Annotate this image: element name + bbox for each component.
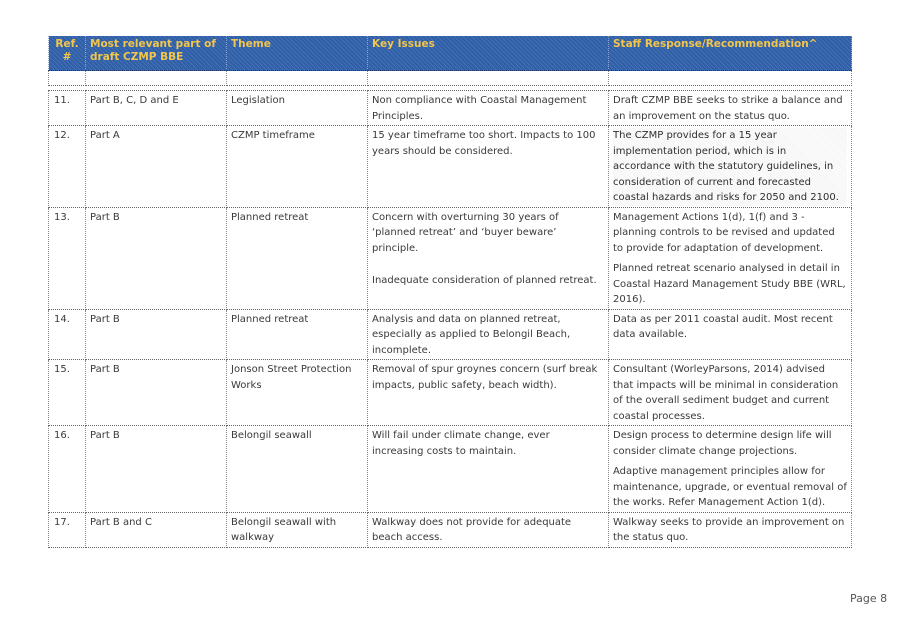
row-staff-response: Design process to determine design life …: [608, 425, 852, 513]
row-part: Part B, C, D and E: [85, 90, 227, 126]
response-text: Data as per 2011 coastal audit. Most rec…: [613, 313, 833, 341]
row-staff-response: Walkway seeks to provide an improvement …: [608, 512, 852, 548]
row-theme: Belongil seawall: [226, 425, 368, 513]
header-staff-response: Staff Response/Recommendation^: [608, 36, 852, 71]
header-ref: Ref. #: [48, 36, 86, 71]
separator-row: [48, 85, 852, 91]
issue-text: Concern with overturning 30 years of ‘pl…: [372, 211, 559, 254]
row-key-issues: Analysis and data on planned retreat, es…: [367, 309, 609, 360]
row-ref: 11.: [48, 90, 86, 126]
table-row: 12. Part A CZMP timeframe 15 year timefr…: [48, 125, 852, 208]
row-ref: 13.: [48, 207, 86, 310]
issue-text: 15 year timeframe too short. Impacts to …: [372, 130, 596, 157]
issue-text: Analysis and data on planned retreat, es…: [372, 313, 571, 356]
row-ref: 16.: [48, 425, 86, 513]
response-text: Consultant (WorleyParsons, 2014) advised…: [613, 364, 839, 422]
table-row: 11. Part B, C, D and E Legislation Non c…: [48, 90, 852, 126]
row-ref: 14.: [48, 309, 86, 360]
row-part: Part A: [85, 125, 227, 208]
issue-text: Walkway does not provide for adequate be…: [372, 516, 572, 544]
table-row: 13. Part B Planned retreat Concern with …: [48, 207, 852, 310]
header-theme: Theme: [226, 36, 368, 71]
issue-text: Non compliance with Coastal Management P…: [372, 95, 587, 122]
row-staff-response: Data as per 2011 coastal audit. Most rec…: [608, 309, 852, 360]
blank-row: [48, 70, 852, 86]
submissions-table: Ref. # Most relevant part of draft CZMP …: [48, 36, 852, 548]
response-text: Design process to determine design life …: [613, 430, 832, 457]
row-key-issues: Will fail under climate change, ever inc…: [367, 425, 609, 513]
row-ref: 12.: [48, 125, 86, 208]
row-key-issues: 15 year timeframe too short. Impacts to …: [367, 125, 609, 208]
row-part: Part B: [85, 207, 227, 310]
row-part: Part B: [85, 309, 227, 360]
response-text: The CZMP provides for a 15 year implemen…: [613, 128, 847, 206]
row-part: Part B: [85, 359, 227, 426]
row-staff-response: Draft CZMP BBE seeks to strike a balance…: [608, 90, 852, 126]
row-staff-response: The CZMP provides for a 15 year implemen…: [608, 125, 852, 208]
response-text: Planned retreat scenario analysed in det…: [613, 263, 846, 305]
header-key-issues: Key Issues: [367, 36, 609, 71]
table-row: 16. Part B Belongil seawall Will fail un…: [48, 425, 852, 513]
row-staff-response: Management Actions 1(d), 1(f) and 3 - pl…: [608, 207, 852, 310]
row-key-issues: Concern with overturning 30 years of ‘pl…: [367, 207, 609, 310]
table-header-row: Ref. # Most relevant part of draft CZMP …: [48, 36, 852, 71]
row-theme: CZMP timeframe: [226, 125, 368, 208]
row-theme: Legislation: [226, 90, 368, 126]
row-ref: 17.: [48, 512, 86, 548]
row-ref: 15.: [48, 359, 86, 426]
row-theme: Jonson Street Protection Works: [226, 359, 368, 426]
row-part: Part B and C: [85, 512, 227, 548]
response-text: Adaptive management principles allow for…: [613, 466, 847, 508]
row-theme: Planned retreat: [226, 207, 368, 310]
response-text: Walkway seeks to provide an improvement …: [613, 516, 845, 544]
row-key-issues: Walkway does not provide for adequate be…: [367, 512, 609, 548]
row-key-issues: Non compliance with Coastal Management P…: [367, 90, 609, 126]
row-part: Part B: [85, 425, 227, 513]
response-text: Draft CZMP BBE seeks to strike a balance…: [613, 95, 843, 122]
issue-text: Removal of spur groynes concern (surf br…: [372, 364, 598, 391]
header-part: Most relevant part of draft CZMP BBE: [85, 36, 227, 71]
table-row: 17. Part B and C Belongil seawall with w…: [48, 512, 852, 548]
row-key-issues: Removal of spur groynes concern (surf br…: [367, 359, 609, 426]
table-row: 14. Part B Planned retreat Analysis and …: [48, 309, 852, 360]
table-row: 15. Part B Jonson Street Protection Work…: [48, 359, 852, 426]
row-theme: Belongil seawall with walkway: [226, 512, 368, 548]
issue-text: Will fail under climate change, ever inc…: [372, 430, 550, 457]
row-theme: Planned retreat: [226, 309, 368, 360]
page-number: Page 8: [850, 592, 888, 605]
response-text: Management Actions 1(d), 1(f) and 3 - pl…: [613, 211, 835, 254]
issue-text: Inadequate consideration of planned retr…: [372, 275, 597, 286]
row-staff-response: Consultant (WorleyParsons, 2014) advised…: [608, 359, 852, 426]
